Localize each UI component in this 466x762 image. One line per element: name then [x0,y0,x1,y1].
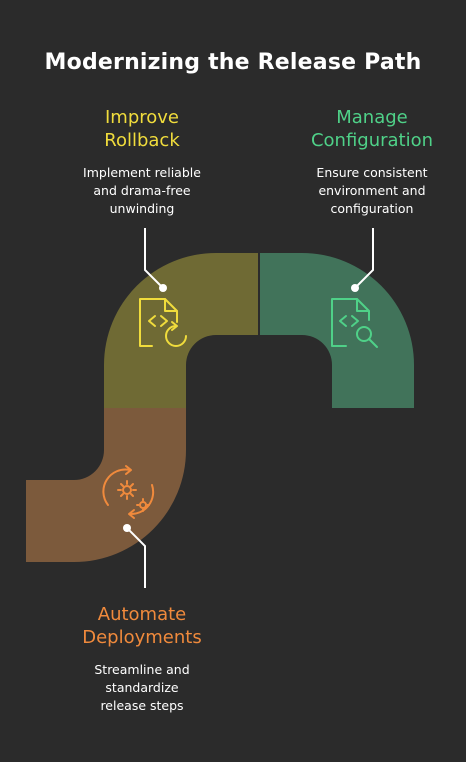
description-improve-rollback: Implement reliable and drama-free unwind… [83,165,201,216]
connector-deploy [123,524,146,588]
heading-improve-rollback: Improve Rollback [52,106,232,152]
segment-automate-deployments [26,408,186,562]
description-manage-configuration: Ensure consistent environment and config… [316,165,428,216]
segment-manage-configuration [260,253,414,408]
heading-manage-configuration: Manage Configuration [282,106,462,152]
connector-rollback [144,228,167,292]
heading-line: Automate Deployments [82,604,202,648]
description-automate-deployments: Streamline and standardize release steps [94,662,190,713]
page-title: Modernizing the Release Path [44,50,422,75]
heading-automate-deployments: Automate Deployments [52,603,232,649]
code-file-search-icon [331,298,378,348]
connector-config [351,228,374,292]
heading-line: Manage Configuration [310,107,434,151]
heading-line: Improve Rollback [104,107,180,151]
gears-cycle-icon [102,465,155,519]
segment-improve-rollback [104,253,258,408]
code-file-refresh-icon [139,298,187,347]
